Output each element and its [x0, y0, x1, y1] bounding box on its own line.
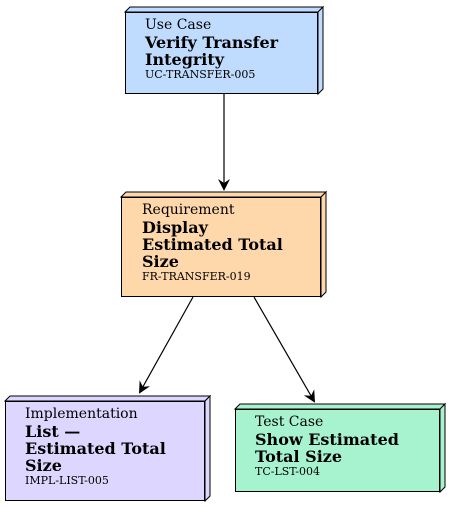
test-case-type-label: Test Case	[255, 414, 324, 430]
implementation-node[interactable]: Implementation List — Estimated Total Si…	[5, 401, 205, 501]
use-case-box-depth	[123, 5, 325, 96]
implementation-box-depth	[3, 394, 212, 503]
requirement-title-line-2: Estimated Total	[142, 234, 283, 254]
test-case-title-line-1: Show Estimated	[255, 429, 399, 449]
requirement-id: FR-TRANSFER-019	[142, 270, 251, 284]
requirement-title-line-3: Size	[142, 251, 179, 271]
requirement-title-line-1: Display	[142, 217, 208, 237]
use-case-title-line-2: Integrity	[145, 49, 225, 69]
requirement-node[interactable]: Requirement Display Estimated Total Size…	[121, 197, 321, 297]
requirement-type-label: Requirement	[142, 202, 235, 218]
use-case-id: UC-TRANSFER-005	[145, 67, 256, 81]
implementation-type-label: Implementation	[25, 406, 138, 422]
implementation-title-line-2: Estimated Total	[25, 438, 166, 458]
test-case-title-line-2: Total Size	[255, 446, 343, 466]
implementation-title-line-1: List —	[25, 421, 81, 441]
requirement-box-depth	[119, 190, 328, 299]
test-case-id: TC-LST-004	[255, 464, 320, 478]
implementation-id: IMPL-LIST-005	[25, 474, 109, 488]
implementation-title-line-3: Size	[25, 455, 62, 475]
use-case-title-line-1: Verify Transfer	[145, 32, 279, 52]
test-case-node[interactable]: Test Case Show Estimated Total Size TC-L…	[235, 409, 440, 492]
use-case-type-label: Use Case	[145, 17, 212, 33]
edge-requirement-to-implementation	[139, 296, 194, 394]
edge-requirement-to-test-case	[253, 296, 315, 403]
use-case-node[interactable]: Use Case Verify Transfer Integrity UC-TR…	[125, 12, 318, 94]
test-case-box-depth	[233, 402, 447, 494]
